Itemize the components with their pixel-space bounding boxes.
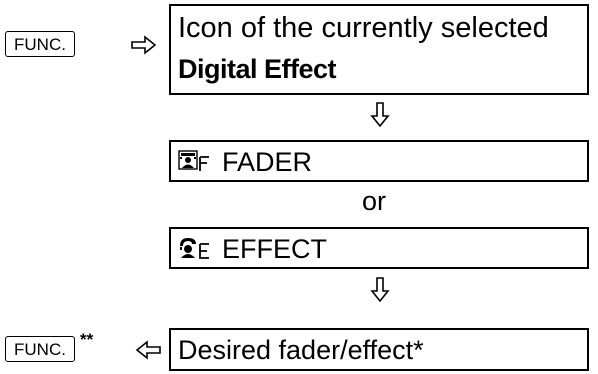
effect-label: EFFECT [222, 233, 327, 264]
fader-row: FADER [178, 145, 312, 179]
current-effect-title: Digital Effect [178, 54, 337, 84]
fader-icon [178, 149, 212, 175]
arrow-down-icon [370, 277, 390, 303]
effect-box: EFFECT [169, 227, 589, 269]
func-button-top-label: FUNC. [14, 34, 66, 54]
fader-box: FADER [169, 140, 589, 182]
arrow-right-icon [131, 35, 157, 55]
arrow-down-icon [370, 102, 390, 128]
func-button-top[interactable]: FUNC. [5, 31, 75, 57]
fader-label: FADER [222, 146, 313, 177]
effect-icon [178, 236, 212, 262]
or-separator: or [362, 186, 387, 216]
current-effect-description: Icon of the currently selected [178, 12, 549, 44]
current-effect-box: Icon of the currently selected Digital E… [169, 4, 589, 95]
desired-effect-box: Desired fader/effect* [169, 328, 589, 371]
func-button-bottom[interactable]: FUNC. [5, 336, 75, 362]
effect-row: EFFECT [178, 232, 327, 266]
func-footnote-marker: ** [80, 330, 94, 349]
desired-effect-label: Desired fader/effect* [178, 334, 424, 365]
arrow-left-icon [135, 340, 161, 360]
func-button-bottom-label: FUNC. [14, 339, 66, 359]
desired-effect-row: Desired fader/effect* [178, 333, 424, 367]
